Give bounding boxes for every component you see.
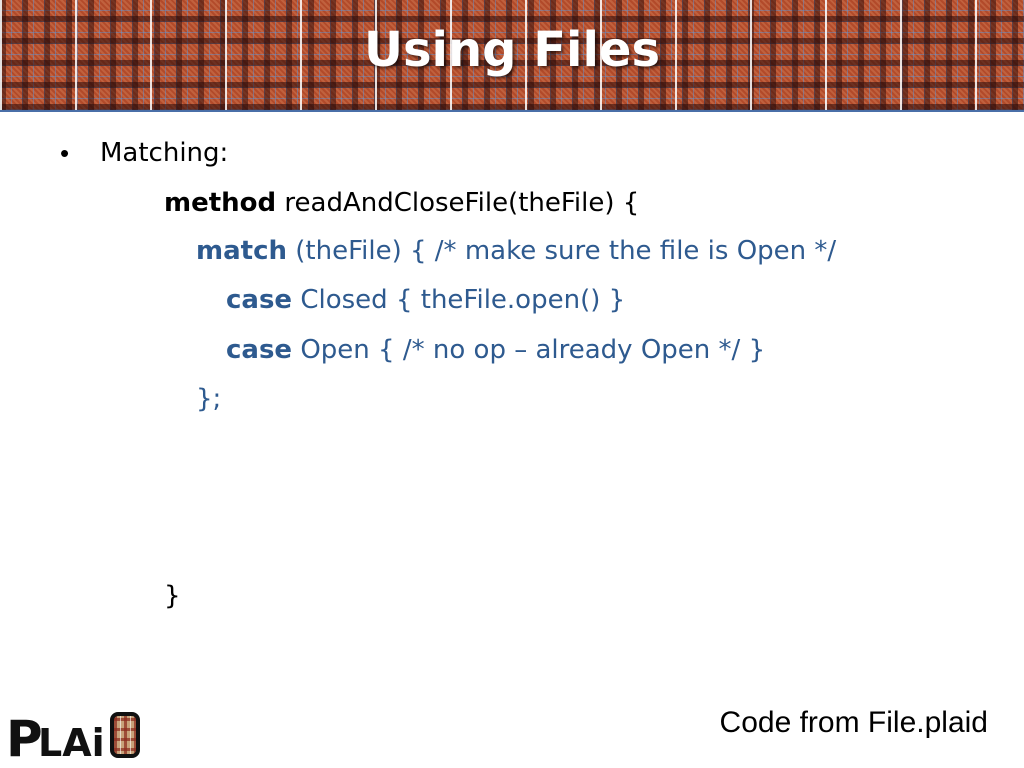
code-line-case-closed: case Closed { theFile.open() } <box>226 283 625 317</box>
svg-text:P: P <box>6 710 43 762</box>
plaid-logo-graphic: P LAi <box>6 710 140 768</box>
footer-caption: Code from File.plaid <box>719 706 988 739</box>
code-text: readAndCloseFile(theFile) { <box>276 188 640 218</box>
keyword-method: method <box>164 188 277 218</box>
code-line-method: method readAndCloseFile(theFile) { <box>164 186 639 220</box>
code-text: (theFile) { /* make sure the file is Ope… <box>287 236 837 266</box>
bullet-text: Matching: <box>100 138 229 168</box>
code-line-match: match (theFile) { /* make sure the file … <box>196 234 836 268</box>
bullet-dot: • <box>60 138 70 168</box>
slide-title: Using Files <box>363 22 661 78</box>
code-text: Closed { theFile.open() } <box>292 285 626 315</box>
code-text: Open { /* no op – already Open */ } <box>292 335 766 365</box>
plaid-logo: P LAi <box>4 698 144 768</box>
keyword-case: case <box>226 285 293 315</box>
code-line-close-method: } <box>164 581 181 611</box>
code-line-close-match: }; <box>196 384 222 414</box>
svg-text:LAi: LAi <box>38 721 105 762</box>
code-line-case-open: case Open { /* no op – already Open */ } <box>226 333 765 367</box>
plaid-title-banner <box>0 0 1024 112</box>
keyword-case: case <box>226 335 293 365</box>
keyword-match: match <box>196 236 287 266</box>
